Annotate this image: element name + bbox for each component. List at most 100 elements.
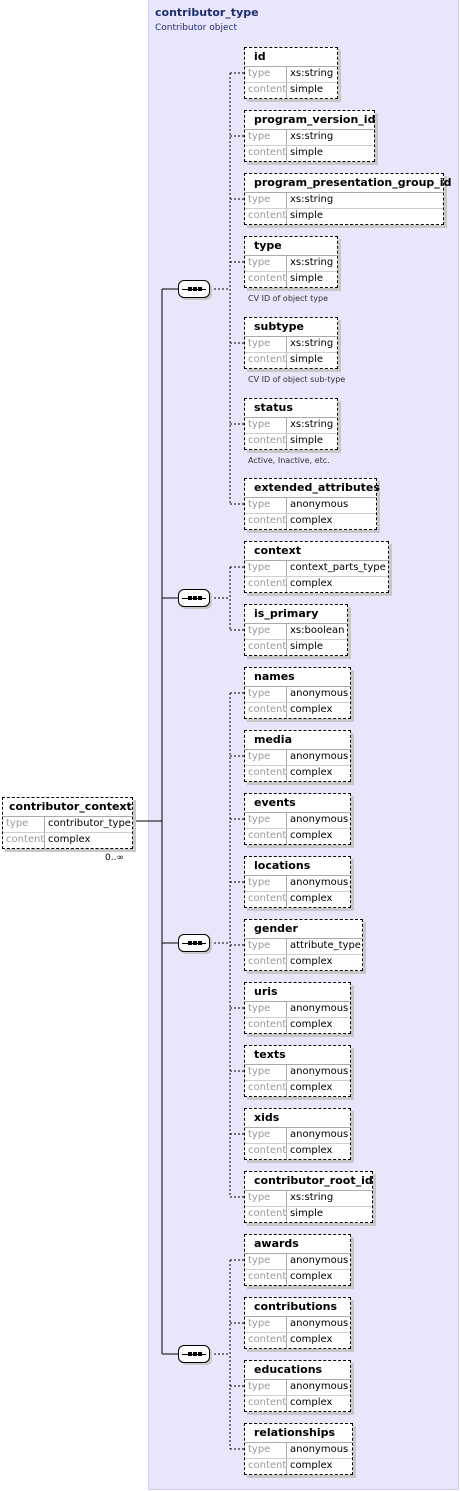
type-label: type — [245, 561, 287, 576]
content-value: complex — [290, 1460, 333, 1471]
content-label: content — [245, 272, 287, 287]
element-documentation: CV ID of object type — [248, 294, 328, 303]
type-label: type — [245, 1065, 287, 1080]
content-value: simple — [290, 210, 324, 221]
content-value: complex — [290, 1397, 333, 1408]
content-value: complex — [290, 1145, 333, 1156]
content-value: simple — [290, 84, 324, 95]
content-value: complex — [290, 767, 333, 778]
content-label: content — [245, 1270, 287, 1285]
content-label: content — [245, 1018, 287, 1033]
sequence-compositor-icon[interactable] — [178, 589, 210, 607]
type-label: type — [245, 1002, 287, 1017]
content-label: content — [245, 892, 287, 907]
content-value: complex — [290, 515, 333, 526]
type-label: type — [245, 67, 287, 82]
content-label: content — [245, 83, 287, 98]
content-label: content — [245, 1144, 287, 1159]
type-label: type — [245, 939, 287, 954]
sequence-compositor-icon[interactable] — [178, 934, 210, 952]
content-value: complex — [290, 893, 333, 904]
type-value: xs:string — [290, 194, 334, 205]
type-value: xs:string — [290, 419, 334, 430]
type-label: type — [245, 498, 287, 513]
content-value: simple — [290, 1208, 324, 1219]
type-label: type — [245, 813, 287, 828]
type-label: type — [245, 1128, 287, 1143]
type-value: anonymous — [290, 1066, 349, 1077]
type-label: type — [245, 1254, 287, 1269]
sequence-compositor-icon[interactable] — [178, 280, 210, 298]
type-label: type — [245, 193, 287, 208]
type-label: type — [245, 750, 287, 765]
type-value: anonymous — [290, 1003, 349, 1014]
element-name: media — [245, 731, 350, 750]
type-label: type — [245, 1191, 287, 1206]
content-value: simple — [290, 435, 324, 446]
content-value: complex — [290, 1271, 333, 1282]
element-name: events — [245, 794, 350, 813]
element-name: texts — [245, 1046, 350, 1065]
type-label: type — [245, 624, 287, 639]
element-name: educations — [245, 1361, 350, 1380]
content-label: content — [245, 955, 287, 970]
element-name: program_version_id — [245, 111, 375, 130]
root-type-value: contributor_type — [48, 818, 131, 829]
type-value: xs:string — [290, 131, 334, 142]
type-label: type — [245, 256, 287, 271]
content-label: content — [245, 514, 287, 529]
type-value: xs:string — [290, 338, 334, 349]
content-value: complex — [290, 578, 333, 589]
content-label: content — [245, 1081, 287, 1096]
content-label: content — [245, 434, 287, 449]
content-value: complex — [290, 1334, 333, 1345]
root-element[interactable]: contributor_context type contributor_typ… — [2, 797, 133, 849]
element-name: contributor_root_id — [245, 1172, 373, 1191]
sequence-compositor-icon[interactable] — [178, 1345, 210, 1363]
root-content-value: complex — [48, 834, 91, 845]
